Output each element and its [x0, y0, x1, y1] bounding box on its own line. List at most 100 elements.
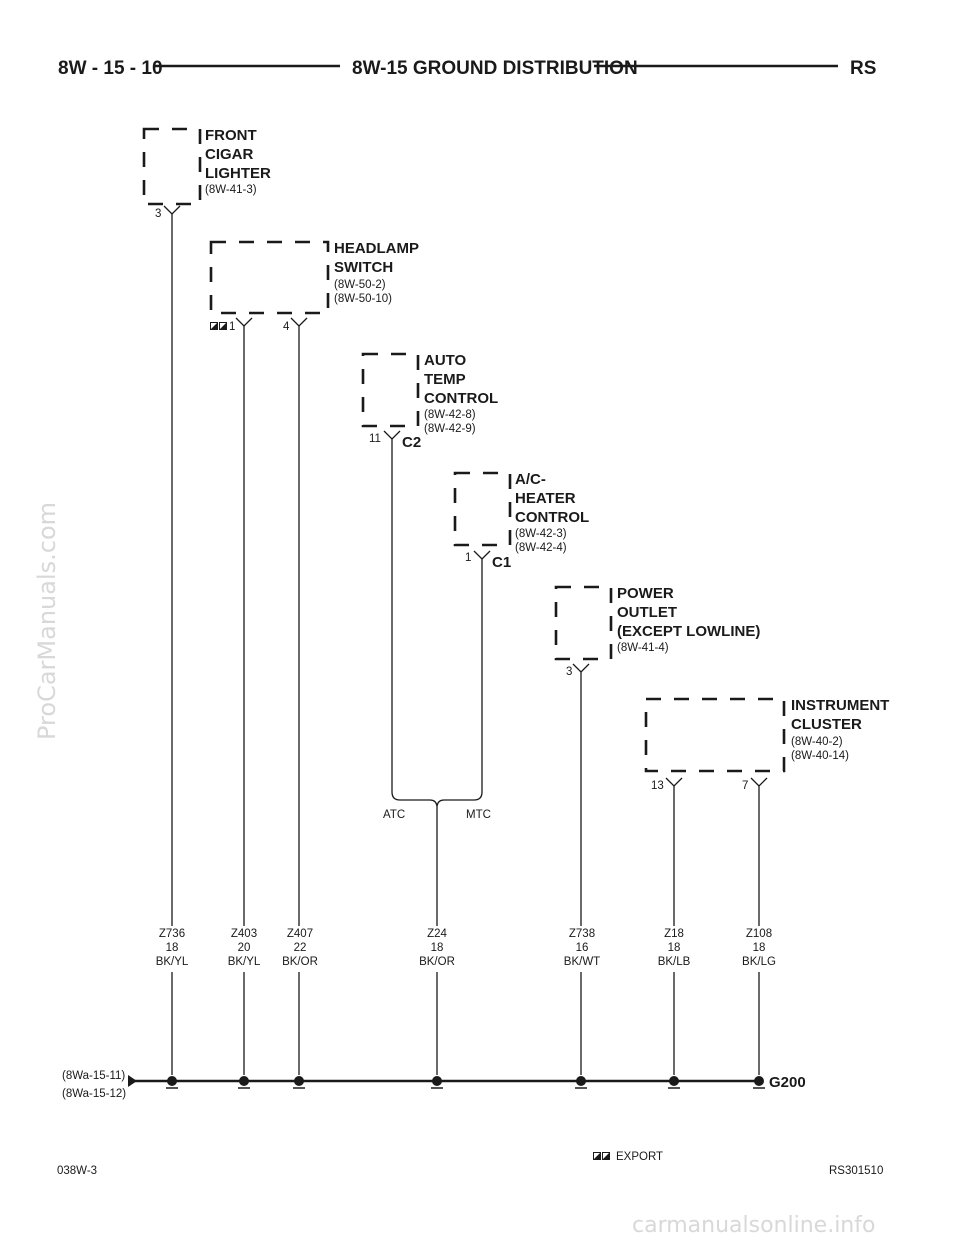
- component-name-line: AUTO: [424, 352, 467, 369]
- page-header: 8W - 15 - 10 8W-15 GROUND DISTRIBUTION R…: [58, 58, 876, 79]
- pin-number: 1: [465, 552, 471, 564]
- wire-gauge: 18: [166, 942, 179, 954]
- splice-dot-icon: [431, 1076, 443, 1089]
- pin-number: 11: [369, 433, 381, 445]
- component-front-cigar-lighter: FRONT CIGAR LIGHTER (8W-41-3) 3: [142, 127, 271, 220]
- ground-point-icon: [753, 1076, 765, 1089]
- wire-circuit: Z407: [287, 928, 313, 940]
- splice-label-atc: ATC: [383, 809, 405, 821]
- component-power-outlet: POWER OUTLET (EXCEPT LOWLINE) (8W-41-4) …: [554, 585, 760, 678]
- wire-gauge: 18: [431, 942, 444, 954]
- wire-color: BK/OR: [419, 956, 455, 968]
- wire-circuit: Z738: [569, 928, 595, 940]
- component-box: [209, 240, 330, 315]
- model-code: RS: [850, 58, 876, 79]
- component-reference: (8W-40-2): [791, 736, 843, 748]
- pin-number: 1: [229, 321, 235, 333]
- pin-number: 4: [283, 321, 290, 333]
- connector-id: C2: [402, 434, 421, 451]
- component-reference: (8W-42-8): [424, 409, 476, 421]
- pin-number: 13: [651, 780, 664, 792]
- footer-left-code: 038W-3: [57, 1165, 97, 1177]
- component-name-line: FRONT: [205, 127, 257, 144]
- wire-gauge: 18: [753, 942, 766, 954]
- wire-color: BK/LB: [658, 956, 691, 968]
- wire-labels: Z736 18 BK/YL Z403 20 BK/YL Z407 22 BK/O…: [156, 928, 776, 968]
- splice-dot-icon: [668, 1076, 680, 1089]
- splice-dot-icon: [238, 1076, 250, 1089]
- component-box: [644, 697, 786, 773]
- pin-number: 3: [566, 666, 572, 678]
- wire-color: BK/WT: [564, 956, 600, 968]
- component-box: [142, 127, 202, 206]
- component-name-line: SWITCH: [334, 259, 393, 276]
- component-reference: (8W-50-2): [334, 279, 386, 291]
- wire-gauge: 20: [238, 942, 251, 954]
- component-name-line: POWER: [617, 585, 674, 602]
- component-box: [361, 352, 420, 428]
- ground-reference: (8Wa-15-12): [62, 1088, 126, 1100]
- wire-circuit: Z18: [664, 928, 684, 940]
- atc-mtc-splice: [391, 791, 483, 807]
- component-box: [554, 585, 613, 661]
- connector-terminal: [163, 205, 181, 215]
- component-ac-heater-control: A/C- HEATER CONTROL (8W-42-3) (8W-42-4) …: [453, 471, 589, 571]
- pin-number: 3: [155, 208, 161, 220]
- component-reference: (8W-50-10): [334, 293, 392, 305]
- connector-terminal: [572, 663, 590, 673]
- ground-reference: (8Wa-15-11): [62, 1070, 125, 1082]
- component-reference: (8W-41-4): [617, 642, 669, 654]
- side-watermark: ProCarManuals.com: [33, 502, 61, 740]
- bottom-watermark: carmanualsonline.info: [632, 1213, 875, 1238]
- wire-color: BK/YL: [156, 956, 189, 968]
- wire-circuit: Z24: [427, 928, 447, 940]
- connector-id: C1: [492, 554, 511, 571]
- component-reference: (8W-42-3): [515, 528, 567, 540]
- wire-circuit: Z736: [159, 928, 185, 940]
- component-name-line: LIGHTER: [205, 165, 271, 182]
- connector-terminal: [383, 430, 401, 440]
- component-name-line: INSTRUMENT: [791, 697, 889, 714]
- component-box: [453, 471, 512, 547]
- wire-color: BK/LG: [742, 956, 776, 968]
- ground-name: G200: [769, 1074, 806, 1091]
- connector-terminal: [750, 777, 768, 787]
- wire-gauge: 22: [294, 942, 307, 954]
- component-headlamp-switch: HEADLAMP SWITCH (8W-50-2) (8W-50-10) 1 4: [209, 240, 419, 333]
- component-name-line: TEMP: [424, 371, 466, 388]
- component-name-line: CONTROL: [424, 390, 498, 407]
- legend-label: EXPORT: [616, 1151, 663, 1163]
- ground-bus: (8Wa-15-11) (8Wa-15-12) G200: [62, 1070, 806, 1100]
- export-marker-icon: [593, 1152, 610, 1160]
- component-name-line: (EXCEPT LOWLINE): [617, 623, 760, 640]
- footer-right-code: RS301510: [829, 1165, 883, 1177]
- wire-color: BK/YL: [228, 956, 261, 968]
- splice-dot-icon: [166, 1076, 178, 1089]
- component-name-line: HEADLAMP: [334, 240, 419, 257]
- component-name-line: OUTLET: [617, 604, 677, 621]
- component-reference: (8W-40-14): [791, 750, 849, 762]
- component-instrument-cluster: INSTRUMENT CLUSTER (8W-40-2) (8W-40-14) …: [644, 697, 889, 792]
- splice-dot-icon: [293, 1076, 305, 1089]
- component-name-line: CLUSTER: [791, 716, 862, 733]
- connector-terminal: [235, 317, 253, 327]
- connector-terminal: [665, 777, 683, 787]
- component-reference: (8W-41-3): [205, 184, 257, 196]
- wires: [171, 214, 760, 1075]
- component-reference: (8W-42-9): [424, 423, 476, 435]
- connector-terminal: [473, 550, 491, 560]
- wire-gauge: 16: [576, 942, 589, 954]
- wire-circuit: Z403: [231, 928, 257, 940]
- component-name-line: CONTROL: [515, 509, 589, 526]
- pin-number: 7: [742, 780, 748, 792]
- component-auto-temp-control: AUTO TEMP CONTROL (8W-42-8) (8W-42-9) 11…: [361, 352, 498, 451]
- connector-terminal: [290, 317, 308, 327]
- component-name-line: A/C-: [515, 471, 546, 488]
- wire-color: BK/OR: [282, 956, 318, 968]
- wire-gauge: 18: [668, 942, 681, 954]
- page-title: 8W-15 GROUND DISTRIBUTION: [352, 58, 638, 79]
- component-name-line: CIGAR: [205, 146, 254, 163]
- export-marker-icon: [210, 322, 227, 330]
- component-name-line: HEATER: [515, 490, 576, 507]
- splice-dot-icon: [575, 1076, 587, 1089]
